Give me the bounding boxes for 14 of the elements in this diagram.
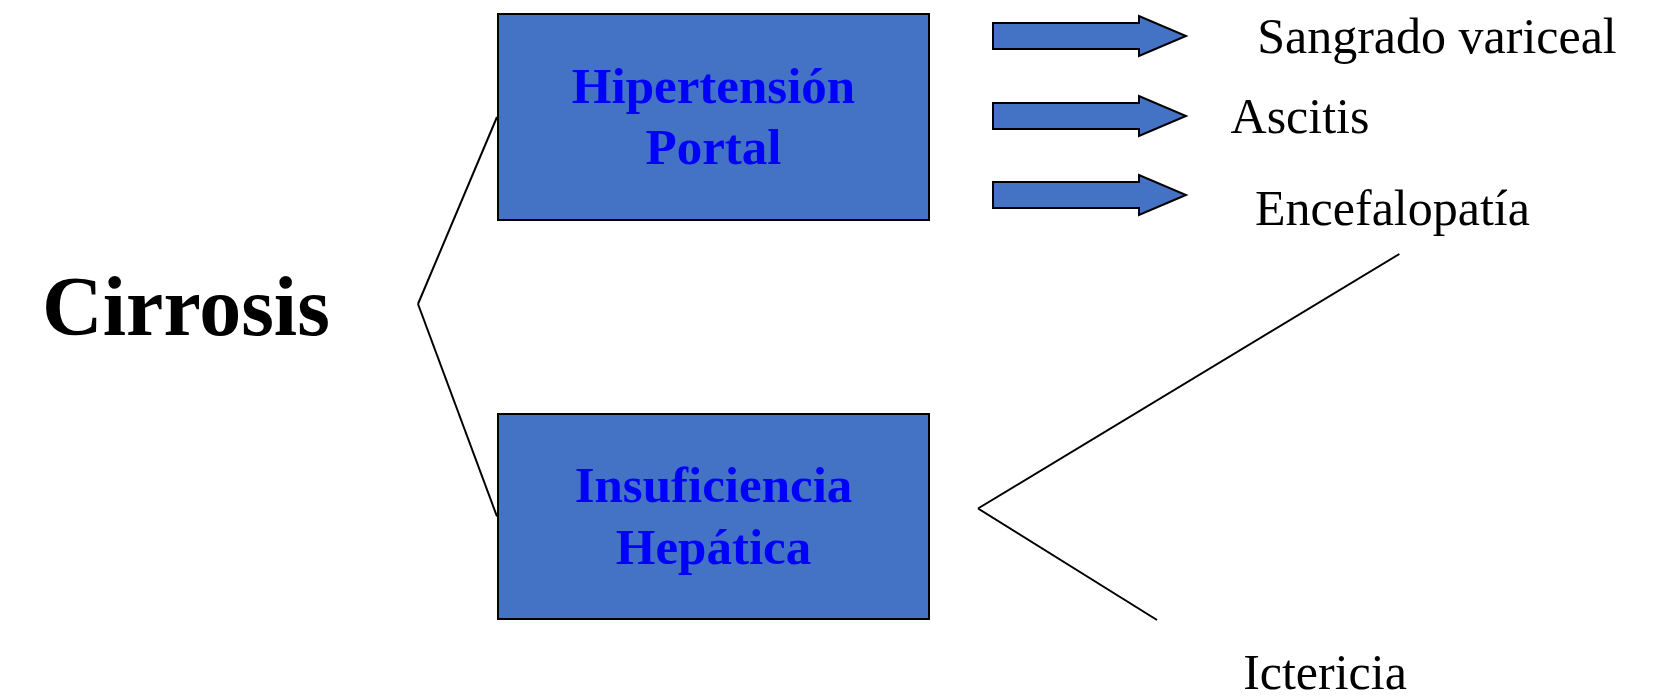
outcome-text: Ictericia (1243, 647, 1407, 697)
connector-line (977, 507, 1158, 621)
block-arrow (992, 94, 1189, 138)
title-text: Cirrosis (42, 265, 330, 349)
connector-line (417, 303, 498, 518)
box-label: Insuficiencia Hepática (573, 456, 854, 577)
outcome-text: Ascitis (1230, 91, 1370, 141)
process-box (497, 13, 930, 221)
connector-line (417, 116, 498, 305)
process-box (497, 413, 930, 620)
box-label: Hipertensión Portal (570, 56, 857, 177)
block-arrow (992, 173, 1189, 217)
block-arrow (992, 14, 1189, 58)
connector-line (977, 253, 1401, 510)
